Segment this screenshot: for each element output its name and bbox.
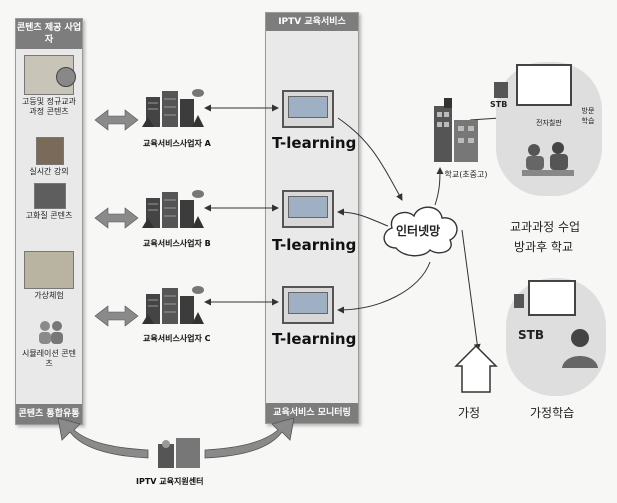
internet-cloud-icon	[383, 206, 458, 257]
virtual-experience-label: 가상체험	[34, 291, 64, 300]
support-center-building-icon	[152, 436, 206, 474]
support-center-label: IPTV 교육지원센터	[136, 477, 204, 486]
home-stb-device-icon	[514, 294, 524, 308]
tlearning-c-label: T-learning	[272, 330, 357, 348]
iptv-service-title: IPTV 교육서비스	[266, 13, 358, 31]
virtual-experience-thumbnail	[24, 251, 74, 289]
school-sub-label-1: 전자칠판	[536, 119, 562, 127]
content-provider-title: 콘텐츠 제공 사업자	[16, 19, 82, 49]
home-caption: 가정학습	[530, 406, 575, 420]
internet-label: 인터넷망	[396, 224, 441, 238]
house-icon	[454, 344, 498, 393]
school-label: 학교(초중고)	[444, 170, 488, 179]
stb-device-icon	[494, 82, 508, 98]
live-lecture-label: 실시간 강의	[29, 167, 69, 176]
classroom-students-icon	[520, 138, 576, 188]
school-caption-2: 방과후 학교	[514, 240, 574, 254]
tlearning-a-label: T-learning	[272, 134, 357, 152]
provider-c-label: 교육서비스사업자 C	[143, 334, 211, 343]
live-lecture-thumbnail	[36, 137, 64, 165]
disc-icon	[56, 67, 76, 87]
hd-content-thumbnail	[34, 183, 66, 209]
provider-c-building	[140, 282, 206, 330]
provider-a-label: 교육서비스사업자 A	[143, 139, 211, 148]
content-integration-footer: 콘텐츠 통합유통	[16, 404, 82, 424]
school-stb-label: STB	[490, 100, 508, 109]
tv-screen-icon	[516, 64, 572, 106]
home-tv-icon	[528, 280, 576, 316]
home-learner-icon	[556, 326, 600, 374]
tlearning-b-screen	[282, 190, 334, 228]
curriculum-content-label: 고등및 정규교과과정 콘텐츠	[21, 97, 77, 116]
school-sub-label-2: 방문학습	[581, 107, 595, 125]
content-provider-column: 콘텐츠 제공 사업자 고등및 정규교과과정 콘텐츠 실시간 강의 고화질 콘텐츠…	[15, 18, 83, 425]
tlearning-a-screen	[282, 90, 334, 128]
home-label: 가정	[458, 406, 481, 420]
provider-b-building	[140, 186, 206, 234]
provider-b-label: 교육서비스사업자 B	[143, 239, 211, 248]
tlearning-b-label: T-learning	[272, 236, 357, 254]
home-stb-label: STB	[518, 328, 544, 342]
people-icon	[36, 319, 66, 345]
hd-content-label: 고화질 콘텐츠	[25, 211, 73, 220]
school-building-icon	[424, 96, 484, 170]
school-caption-1: 교과과정 수업	[510, 220, 581, 234]
simulation-content-label: 시뮬레이션 콘텐츠	[21, 349, 77, 368]
tlearning-c-screen	[282, 286, 334, 324]
provider-a-building	[140, 85, 206, 133]
monitoring-footer: 교육서비스 모니터링	[266, 403, 358, 423]
